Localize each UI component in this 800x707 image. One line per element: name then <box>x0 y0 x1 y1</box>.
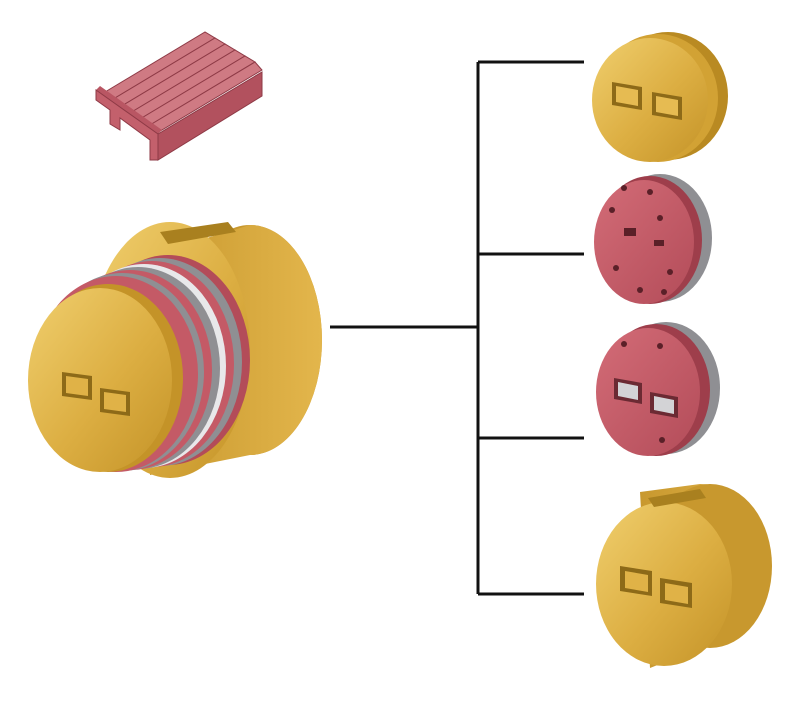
heat-sink-fins <box>99 31 263 134</box>
part-gold-cap <box>596 484 772 668</box>
assembly-front-disc <box>28 288 172 472</box>
connector-lines <box>330 60 584 596</box>
heat-sink-side <box>157 71 263 161</box>
part-gold-end-disc <box>592 32 728 162</box>
heat-sink <box>95 31 263 161</box>
assembly-windows <box>62 372 130 416</box>
part-red-disc-with-holes <box>594 174 712 304</box>
assembly-top-slot <box>160 222 236 244</box>
heat-sink-base <box>96 86 162 134</box>
part-red-disc-with-windows <box>596 322 720 456</box>
stacked-assembly <box>28 222 322 478</box>
